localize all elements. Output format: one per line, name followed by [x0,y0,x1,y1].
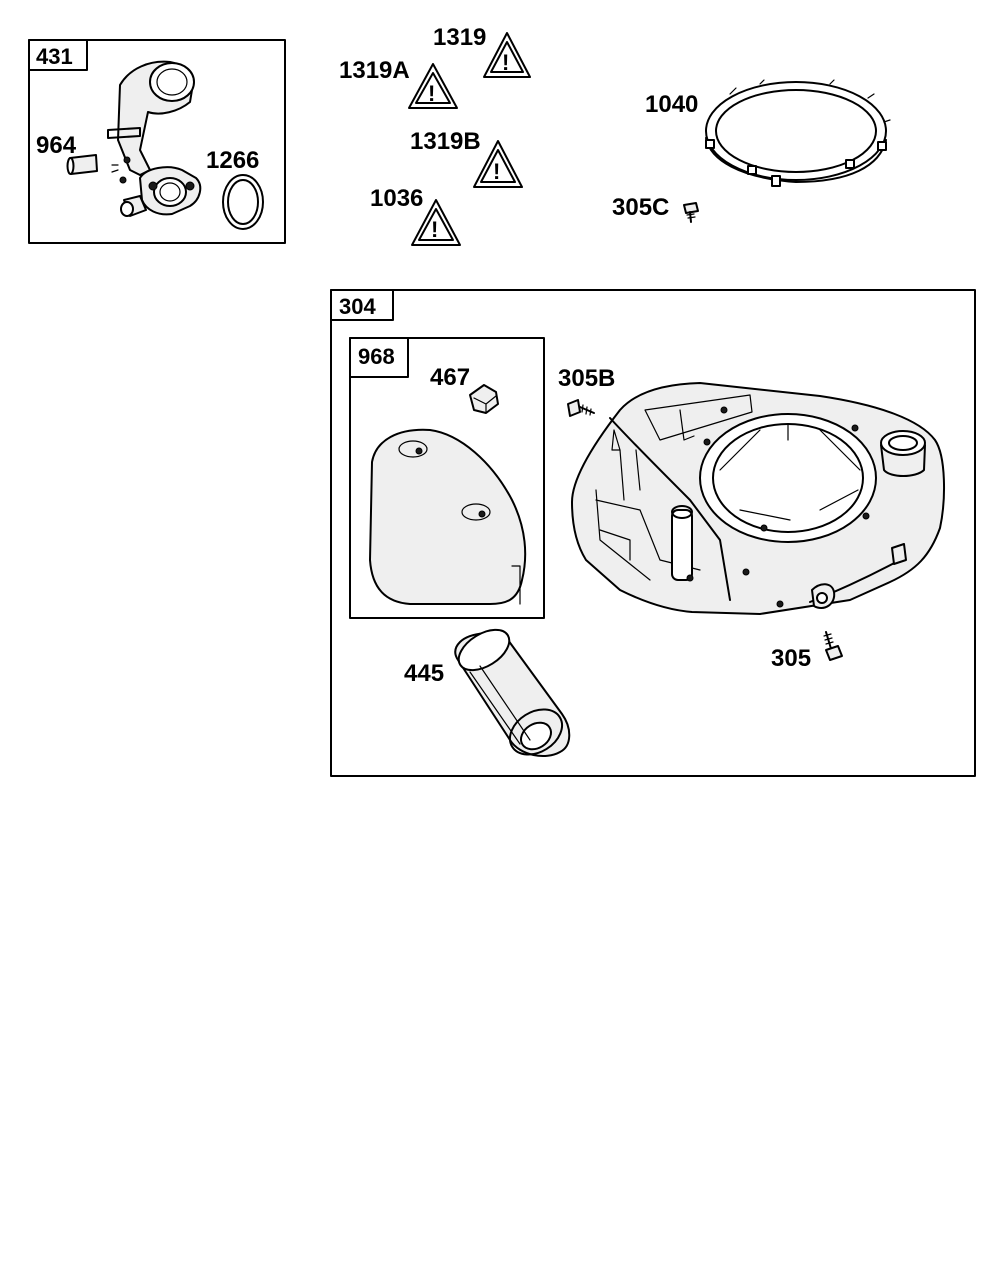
warning-label-1319B[interactable]: ! [473,140,523,188]
ring-screen-1040-part[interactable] [705,79,891,187]
filter-445-part[interactable] [452,622,571,764]
box-431-number: 431 [36,44,73,69]
warning-icon: ! [502,50,509,75]
blower-housing-part[interactable] [571,382,945,615]
warning-label-1036[interactable]: ! [411,199,461,246]
box-968-frame [349,337,545,619]
group-box-304: 304 968 467 [330,289,976,777]
box-431-tag [28,39,88,71]
callout-1040: 1040 [645,91,698,118]
warning-label-1319[interactable]: ! [483,32,531,78]
clip-467-part[interactable] [469,384,499,414]
callout-1319A: 1319A [339,57,410,84]
box-304-tag [330,289,394,321]
air-cleaner-cover-part[interactable] [369,428,527,605]
box-968-tag [349,337,409,378]
group-box-968: 968 467 [349,337,545,619]
callout-964: 964 [36,132,77,159]
warning-icon: ! [431,217,438,242]
box-304-frame [330,289,976,777]
screw-305-part[interactable] [823,631,843,661]
callout-305B: 305B [558,365,615,392]
warning-icon: ! [493,159,500,184]
box-431-frame [28,39,286,244]
callout-445: 445 [404,660,444,687]
callout-305C: 305C [612,194,669,221]
callout-305: 305 [771,645,811,672]
callout-1266: 1266 [206,147,259,174]
warning-label-1319A[interactable]: ! [408,63,458,109]
o-ring-1266-part[interactable] [222,174,264,230]
box-968-number: 968 [358,344,395,369]
screw-305B-part[interactable] [567,399,595,417]
group-box-431: 431 964 1266 [28,39,286,244]
callout-1319: 1319 [433,24,486,51]
elbow-intake-part[interactable] [107,60,202,217]
sleeve-964-part[interactable] [66,154,98,175]
warning-icon: ! [428,81,435,106]
box-304-number: 304 [339,294,376,319]
callout-467: 467 [430,364,470,391]
callout-1319B: 1319B [410,128,481,155]
screw-305C-part[interactable] [683,202,699,223]
callout-1036: 1036 [370,185,423,212]
